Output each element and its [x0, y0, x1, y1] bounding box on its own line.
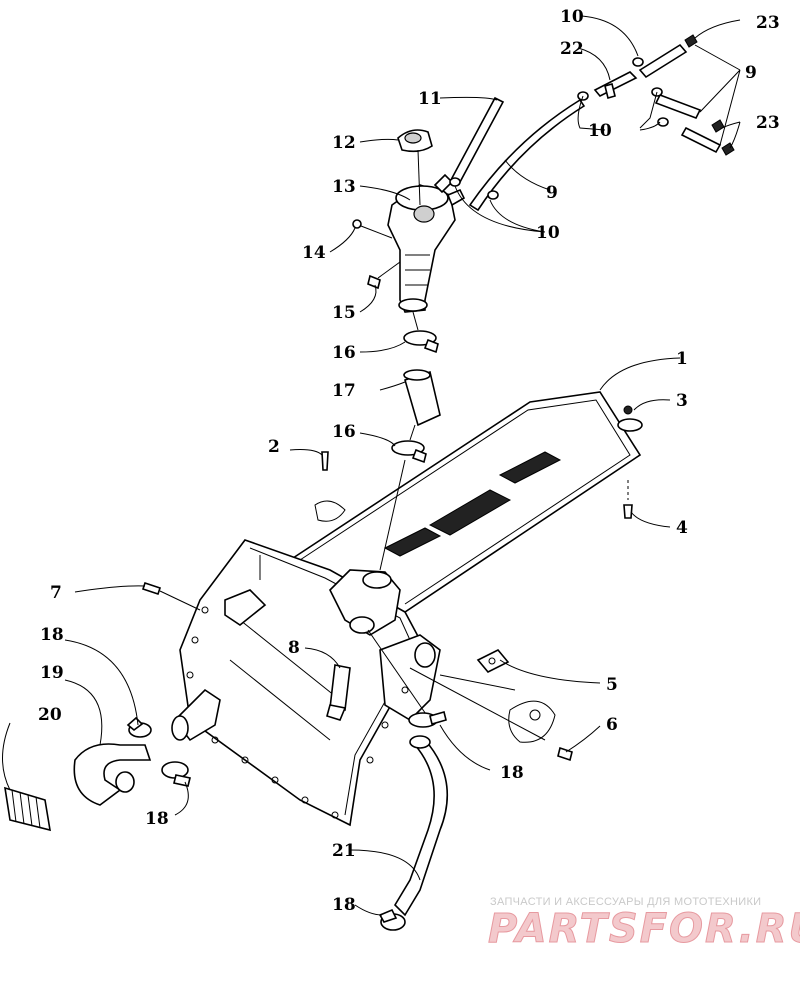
callout-20: 20	[38, 705, 62, 725]
callout-9b: 9	[745, 63, 757, 83]
callout-16b: 16	[332, 422, 356, 442]
callout-15: 15	[332, 303, 356, 323]
callout-21: 21	[332, 841, 356, 861]
reservoir-filler-neck	[329, 569, 401, 636]
callout-9a: 9	[546, 183, 558, 203]
callout-4: 4	[676, 518, 688, 538]
callout-13: 13	[332, 177, 356, 197]
callout-10a: 10	[560, 7, 584, 27]
callout-3: 3	[676, 391, 688, 411]
callout-11: 11	[418, 89, 442, 109]
bolt-4	[623, 480, 633, 519]
vent-leader-lines	[577, 44, 741, 146]
hose-21	[393, 735, 449, 917]
clamp-18-right	[408, 711, 447, 728]
watermark-tagline: ЗАПЧАСТИ И АКСЕССУАРЫ ДЛЯ МОТОТЕХНИКИ	[490, 896, 761, 908]
callout-23b: 23	[756, 113, 780, 133]
callout-10b: 10	[588, 121, 612, 141]
hose-clamp-upper	[403, 330, 439, 354]
hose-clamp-lower	[391, 440, 427, 464]
callout-23a: 23	[756, 13, 780, 33]
clamp-18-left-lower	[161, 761, 191, 787]
bracket-5	[476, 649, 510, 673]
filler-hose	[403, 369, 441, 427]
pin-7	[141, 581, 201, 611]
watermark: ЗАПЧАСТИ И АКСЕССУАРЫ ДЛЯ МОТОТЕХНИКИ PA…	[488, 896, 800, 953]
callout-6: 6	[606, 715, 618, 735]
reservoir-top-plate	[288, 391, 642, 613]
filler-neck-assembly	[387, 173, 466, 313]
grommet-3	[617, 405, 643, 432]
callout-10c: 10	[536, 223, 560, 243]
hose-20	[4, 786, 51, 832]
callout-8: 8	[288, 638, 300, 658]
vent-hose-11	[450, 96, 505, 184]
callout-19: 19	[40, 663, 64, 683]
callout-1: 1	[676, 349, 688, 369]
callout-18a: 18	[40, 625, 64, 645]
screw-14	[352, 219, 393, 239]
callout-16a: 16	[332, 343, 356, 363]
callout-5: 5	[606, 675, 618, 695]
callout-14: 14	[302, 243, 326, 263]
hose-19	[73, 743, 152, 806]
assembly-lines	[367, 149, 546, 741]
vent-tee-22	[593, 71, 638, 99]
vent-hose-9-upper	[638, 43, 722, 154]
callout-7: 7	[50, 583, 62, 603]
watermark-brand: PARTSFOR.RU	[488, 906, 800, 952]
callout-17: 17	[332, 381, 356, 401]
bracket-8	[326, 664, 351, 721]
reservoir-cap	[397, 129, 433, 153]
callout-leaders	[2, 15, 741, 916]
reservoir-outlet-bracket	[379, 634, 441, 722]
callout-2: 2	[268, 437, 280, 457]
clamp-18-bottom	[378, 908, 406, 931]
screw-15	[367, 261, 401, 290]
vent-hose-9-lower	[468, 98, 586, 212]
callout-12: 12	[332, 133, 356, 153]
callout-18d: 18	[332, 895, 356, 915]
clamp-18-left-upper	[126, 716, 152, 738]
callout-22: 22	[560, 39, 584, 59]
vent-caps-23	[684, 34, 735, 156]
mount-6	[508, 700, 573, 762]
bolt-2	[314, 451, 346, 522]
callout-labels: 1 2 3 4 5 6 7 8 9 9 10 10 10 11 12 13 14…	[38, 7, 780, 915]
callout-18b: 18	[145, 809, 169, 829]
callout-18c: 18	[500, 763, 524, 783]
